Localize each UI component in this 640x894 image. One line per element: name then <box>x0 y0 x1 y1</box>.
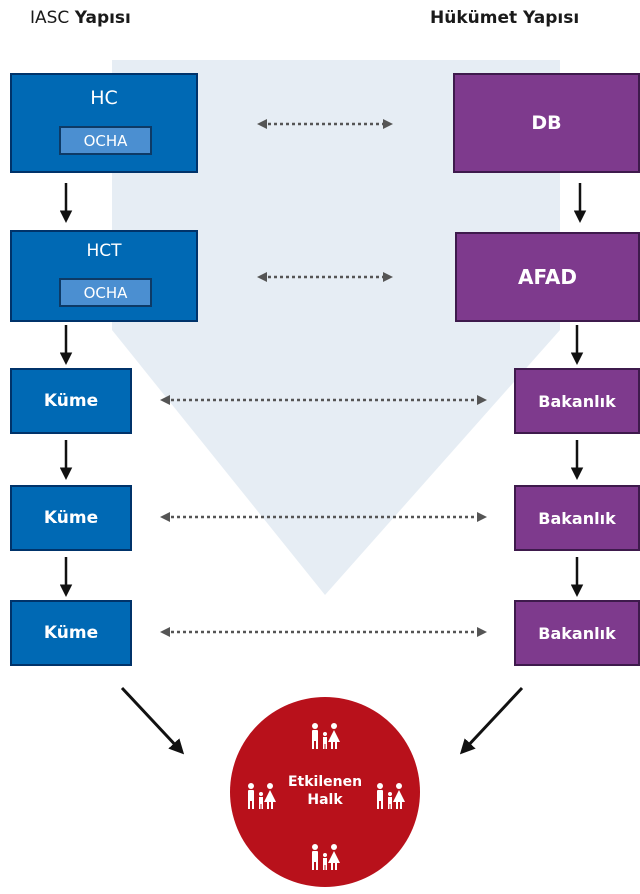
government-header: Hükümet Yapısı <box>430 8 580 28</box>
bakanlik-box-1: Bakanlık <box>514 368 640 434</box>
kume-label-3: Küme <box>43 623 99 643</box>
bakanlik-box-3: Bakanlık <box>514 600 640 666</box>
people-icon-right <box>377 783 405 809</box>
bakanlik-label-2: Bakanlık <box>538 508 616 528</box>
arrow-diag-right <box>459 686 524 755</box>
hct-ocha-box: OCHA <box>59 278 152 307</box>
afad-box: AFAD <box>455 232 640 322</box>
kume-label-1: Küme <box>43 391 99 411</box>
arrow-diag-left <box>120 686 185 755</box>
kume-label-2: Küme <box>43 508 99 528</box>
hct-label: HCT <box>86 241 122 261</box>
afad-label: AFAD <box>518 265 577 289</box>
iasc-header: IASC Yapısı <box>30 8 131 28</box>
kume-box-3: Küme <box>10 600 132 666</box>
bakanlik-label-3: Bakanlık <box>538 623 616 643</box>
kume-box-1: Küme <box>10 368 132 434</box>
people-icon-top <box>312 723 340 749</box>
hct-ocha-label: OCHA <box>83 283 128 302</box>
affected-population-circle <box>230 697 420 887</box>
kume-box-2: Küme <box>10 485 132 551</box>
affected-population-line1: Etkilenen <box>287 774 363 790</box>
hc-box: HC OCHA <box>10 73 198 173</box>
bakanlik-label-1: Bakanlık <box>538 391 616 411</box>
bakanlik-box-2: Bakanlık <box>514 485 640 551</box>
people-icon-bottom <box>312 844 340 870</box>
affected-population-line2: Halk <box>307 792 343 808</box>
funnel-shape <box>112 60 560 595</box>
db-label: DB <box>531 112 562 134</box>
hc-label: HC <box>90 87 118 109</box>
db-box: DB <box>453 73 640 173</box>
affected-population-label: Etkilenen Halk <box>275 773 375 809</box>
people-icon-left <box>248 783 276 809</box>
hc-ocha-label: OCHA <box>83 131 128 150</box>
iasc-header-plain: IASC <box>30 8 70 28</box>
hc-ocha-box: OCHA <box>59 126 152 155</box>
hct-box: HCT OCHA <box>10 230 198 322</box>
iasc-header-bold: Yapısı <box>74 8 131 28</box>
